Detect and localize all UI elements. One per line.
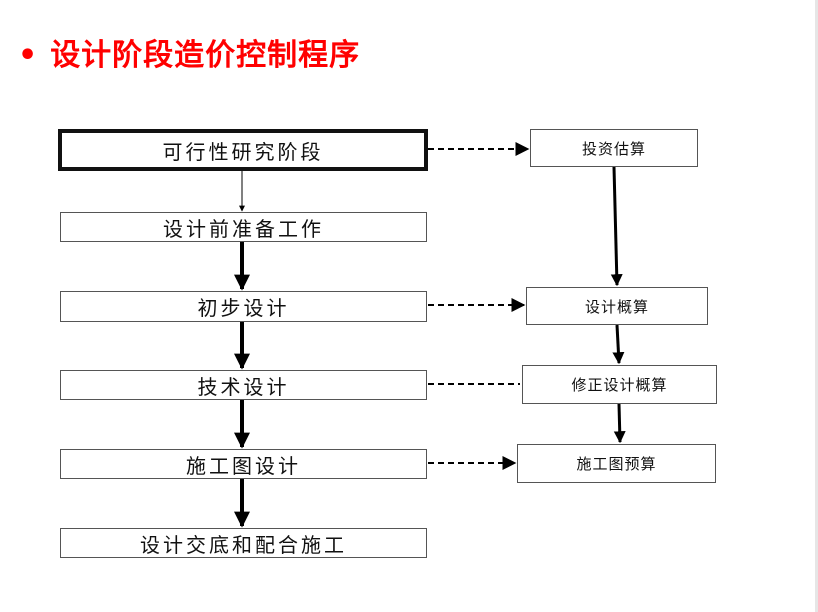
arrow-revised-to-construction-budget — [613, 403, 626, 444]
slide-title: • 设计阶段造价控制程序 — [18, 30, 360, 74]
title-text: 设计阶段造价控制程序 — [50, 38, 361, 73]
stage-pre-design-preparation: 设计前准备工作 — [60, 212, 427, 242]
stage-design-handover-construction: 设计交底和配合施工 — [60, 528, 427, 558]
cost-investment-estimate: 投资估算 — [530, 129, 698, 167]
cost-construction-drawing-budget: 施工图预算 — [517, 444, 716, 483]
cost-design-budget: 设计概算 — [526, 287, 708, 325]
title-bullet: • — [18, 38, 39, 73]
stage-technical-design: 技术设计 — [60, 370, 427, 400]
arrow-budget-to-revised — [612, 324, 625, 365]
slide-edge-divider — [815, 0, 818, 612]
stage-feasibility-study: 可行性研究阶段 — [58, 129, 428, 171]
cost-revised-design-budget: 修正设计概算 — [522, 365, 717, 404]
stage-preliminary-design: 初步设计 — [60, 291, 427, 322]
arrow-estimate-to-budget — [610, 166, 623, 287]
stage-construction-drawing-design: 施工图设计 — [60, 449, 427, 479]
